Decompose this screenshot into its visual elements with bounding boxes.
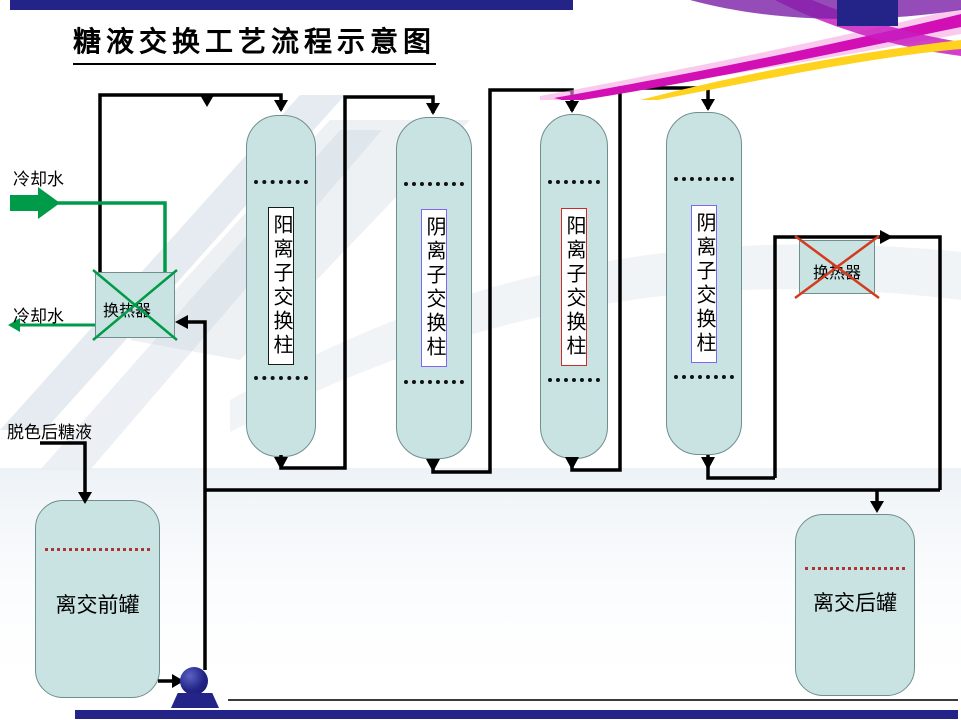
ion-exchange-column-3: 阳离子交换柱 — [540, 114, 608, 459]
resin-bed-line-bottom — [404, 380, 464, 384]
post-exchange-tank: 离交后罐 — [795, 514, 915, 696]
page-title: 糖液交换工艺流程示意图 — [73, 20, 437, 65]
flow-arrows — [78, 95, 893, 688]
cooling-in-block-arrow — [10, 187, 60, 219]
resin-bed-line-bottom — [674, 375, 734, 379]
header-bar — [10, 0, 573, 10]
pump-icon — [180, 667, 208, 695]
ion-exchange-column-2: 阴离子交换柱 — [396, 117, 472, 459]
arrow-out-col4 — [701, 457, 715, 470]
arrow-into-col3 — [565, 101, 579, 113]
footer-bar — [75, 710, 958, 719]
swoosh-pink — [540, 8, 961, 100]
resin-bed-line-top — [548, 180, 600, 184]
arrow-into-col2 — [426, 103, 440, 115]
heat-exchanger-1: 换热器 — [95, 272, 175, 338]
arrow-top-run — [200, 95, 214, 107]
pump-base — [171, 693, 219, 708]
swoosh-yellow — [640, 40, 961, 100]
pipe-pump-to-hx1 — [186, 320, 207, 670]
resin-bed-line-bottom — [254, 376, 308, 380]
swoosh-magenta — [554, 14, 961, 100]
resin-bed-line-top — [254, 180, 308, 184]
resin-bed-line-top — [404, 182, 464, 186]
liquid-level-line — [45, 548, 150, 551]
corner-navy-block — [837, 0, 898, 26]
cooling-water-in-label: 冷却水 — [13, 170, 64, 189]
column-1-label: 阳离子交换柱 — [268, 207, 294, 365]
swoosh-violet — [690, 0, 961, 19]
resin-bed-line-bottom — [548, 378, 600, 382]
column-4-label: 阴离子交换柱 — [691, 204, 717, 363]
pre-exchange-tank-label: 离交前罐 — [55, 593, 140, 617]
header-decoration — [540, 0, 961, 100]
heat-exchanger-2-label: 换热器 — [812, 265, 861, 282]
feed-label: 脱色后糖液 — [7, 423, 92, 442]
liquid-level-line — [805, 567, 905, 570]
arrow-out-col1 — [274, 457, 288, 470]
arrow-into-col1 — [274, 100, 288, 112]
arrow-out-col2 — [426, 459, 440, 472]
heat-exchanger-1-label: 换热器 — [103, 303, 152, 320]
post-exchange-tank-label: 离交后罐 — [813, 591, 897, 615]
column-3-label: 阳离子交换柱 — [561, 207, 587, 366]
resin-bed-line-top — [674, 177, 734, 181]
arrow-into-col4 — [701, 99, 715, 111]
arrow-into-hx1 — [175, 315, 188, 329]
cooling-water-in-pipe — [56, 201, 167, 272]
pre-exchange-tank: 离交前罐 — [35, 500, 160, 698]
heat-exchanger-2: 换热器 — [799, 240, 875, 294]
column-2-label: 阴离子交换柱 — [421, 209, 447, 367]
ground-line — [228, 699, 958, 701]
arrow-to-hx2 — [880, 230, 893, 244]
cooling-water-out-label: 冷却水 — [13, 307, 64, 326]
swoosh-magenta-cross — [775, 0, 961, 56]
arrow-into-tank2 — [870, 501, 884, 513]
ion-exchange-column-4: 阴离子交换柱 — [666, 112, 742, 455]
pipe-feed-to-tank1 — [40, 441, 87, 494]
ion-exchange-column-1: 阳离子交换柱 — [246, 115, 316, 457]
